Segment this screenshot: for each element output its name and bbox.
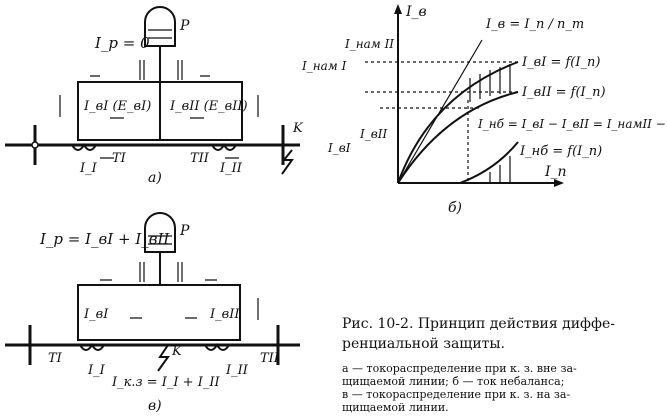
unbalance-curve-label-b: I_нб = f(I_п) [519,144,602,159]
secondary-current-left-a: I_вI (E_вI) [83,99,151,114]
secondary-current-right-a: I_вII (E_вII) [169,99,248,114]
hatching-b [469,64,511,183]
subfig-label-c: в) [148,398,162,414]
fault-current-label-c: I_к.з = I_I + I_II [111,375,220,390]
unbalance-equation-b: I_нб = I_вI − I_вII = I_намII − I_намI [477,117,667,131]
mag-II-label-b: I_нам II [344,37,394,51]
curve-II [397,91,519,184]
relay-current-label-c: I_p = I_вI + I_вII [39,230,170,248]
secondary-current-left-c: I_вI [83,307,109,322]
ct-left-coil-c [79,343,105,351]
relay-symbol-label-c: P [179,223,190,239]
ct-right-label-a: TII [190,151,210,166]
relay-symbol-label-a: P [179,18,190,34]
diagram-c: I_p = I_вI + I_вII P I_вI I_вII TI TII I… [5,212,300,414]
x-axis-label-b: I_п [544,164,567,180]
ct-right-coil-c [204,343,230,351]
diagram-b: I_в I_п I_в = I_п / n_т I_нам II I_нам I… [301,4,667,216]
subfig-label-b: б) [448,200,462,216]
ct-left-label-c: TI [48,351,63,366]
primary-current-left-a: I_I [79,161,98,176]
y-axis-label-b: I_в [405,4,427,20]
caption-title-1: Рис. 10-2. Принцип действия диффе- [342,316,615,332]
caption-body-2: щищаемой линии; б — ток небаланса; [342,375,564,388]
diagram-a: I_p = 0 P I_вI (E_вI) I_вII (E_вII) TI T… [5,6,304,186]
ct-left-coil-a [71,143,97,151]
left-II-label-b: I_вII [359,127,387,141]
primary-current-right-a: I_II [219,161,243,176]
left-I-label-b: I_вI [327,141,351,155]
primary-current-left-c: I_I [87,363,106,378]
curve-II-label-b: I_вII = f(I_п) [521,85,606,100]
current-arrows-a [139,60,183,80]
caption-title-2: ренциальной защиты. [342,336,505,352]
ratio-equation-b: I_в = I_п / n_т [485,17,584,32]
secondary-current-right-c: I_вII [209,307,240,322]
relay-symbol-a [144,6,176,47]
curve-unbalance [459,141,519,184]
primary-current-right-c: I_II [225,363,249,378]
subfig-label-a: a) [148,170,162,186]
relay-symbol-c [144,212,176,253]
fault-label-c: K [171,344,183,359]
fault-zigzag-c [157,344,170,372]
curve-I-label-b: I_вI = f(I_п) [521,55,600,70]
mag-I-label-b: I_нам I [301,59,347,73]
caption: Рис. 10-2. Принцип действия диффе- ренци… [342,316,615,414]
caption-body-1: а — токораспределение при к. з. вне за- [342,362,577,375]
curve-I [397,61,519,184]
caption-body-4: щищаемой линии. [342,401,449,414]
ct-left-label-a: TI [112,151,127,166]
relay-current-label-a: I_p = 0 [94,34,150,52]
ct-right-label-c: TII [260,351,280,366]
caption-body-3: в — токораспределение при к. з. на за- [342,388,570,401]
ct-right-coil-a [211,143,237,151]
fault-zigzag-a [281,149,294,175]
fault-label-a: K [292,121,304,136]
current-arrows-c [100,262,259,320]
